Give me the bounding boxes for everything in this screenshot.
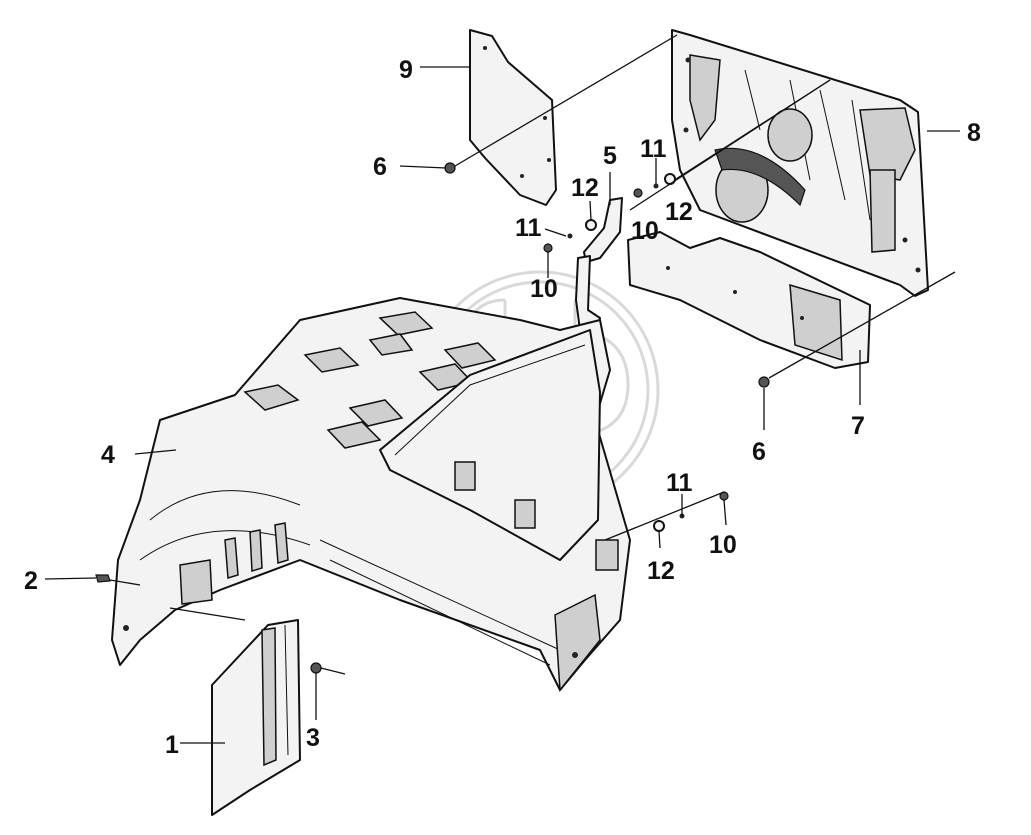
callout-9: 9 [399, 56, 413, 84]
panel-part-9 [469, 29, 557, 206]
callout-5: 5 [603, 142, 617, 170]
callout-6-upper: 6 [373, 153, 387, 181]
fender-liner-part-4 [111, 297, 631, 692]
callout-3: 3 [306, 724, 320, 752]
screw-2-icon [95, 574, 111, 583]
leader-lines [44, 34, 960, 744]
callout-2: 2 [24, 567, 38, 595]
nut-3-icon [310, 662, 322, 674]
callout-12-lower: 12 [647, 557, 675, 585]
callout-10-lower: 10 [709, 531, 737, 559]
panel-part-8 [671, 29, 929, 297]
fasteners [95, 162, 770, 674]
callout-6-lower: 6 [752, 438, 766, 466]
callout-10-left: 10 [530, 275, 558, 303]
callout-1: 1 [165, 731, 179, 759]
callout-11-lower: 11 [666, 469, 693, 497]
callout-12-left: 12 [571, 174, 599, 202]
callout-10-middle: 10 [631, 217, 659, 245]
callout-11-middle: 11 [640, 135, 667, 163]
panel-part-7 [627, 231, 871, 369]
callout-4: 4 [101, 441, 115, 469]
clip-6-upper-icon [444, 162, 456, 174]
mud-flap-part-1 [211, 619, 301, 816]
bracket-part-5 [575, 197, 623, 331]
callout-labels: 1 2 3 4 5 6 6 7 8 9 10 10 10 11 11 11 12… [24, 56, 981, 759]
callout-11-left: 11 [515, 214, 542, 242]
callout-12-middle: 12 [665, 198, 693, 226]
callout-8: 8 [967, 119, 981, 147]
callout-7: 7 [851, 412, 865, 440]
clip-6-lower-icon [758, 376, 770, 388]
